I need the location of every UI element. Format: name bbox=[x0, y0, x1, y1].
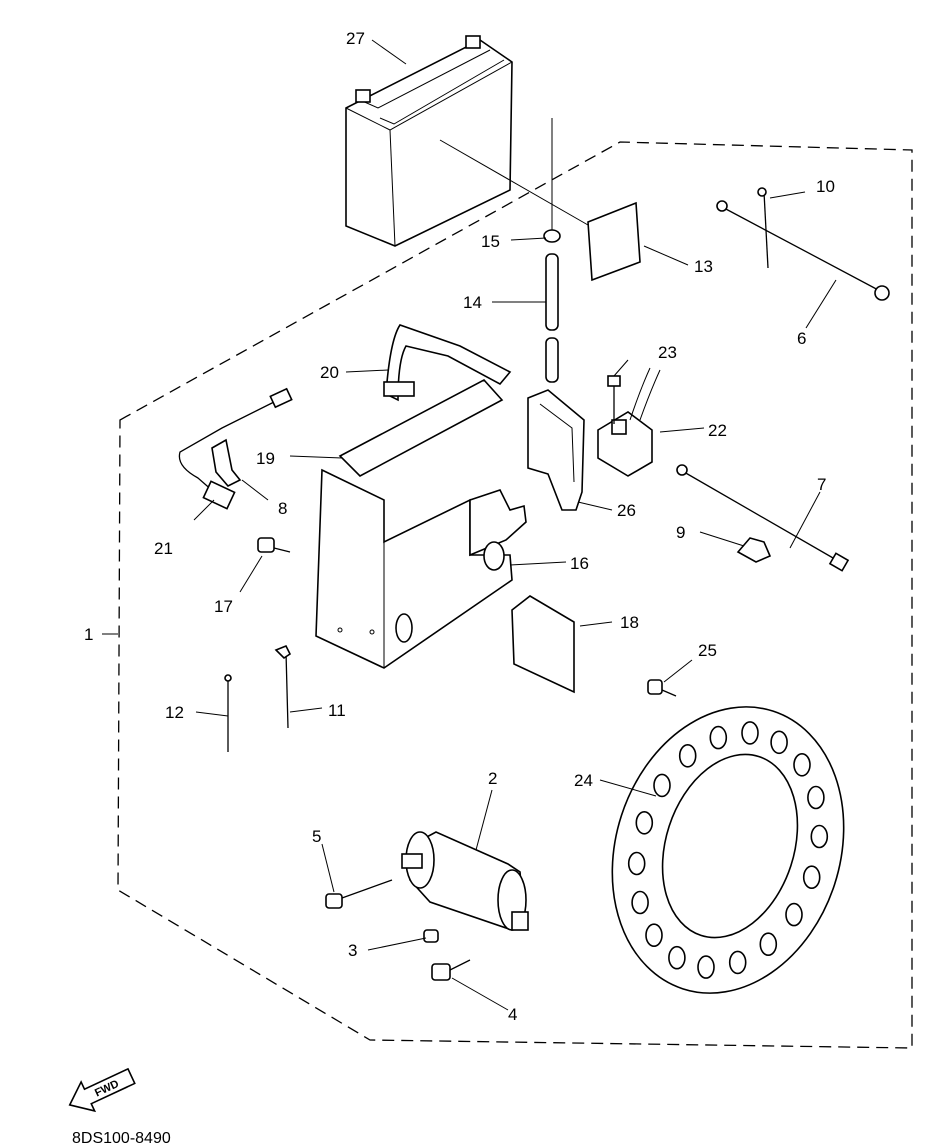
battery-band bbox=[383, 324, 512, 402]
callout-21: 21 bbox=[154, 539, 173, 558]
leader-lines bbox=[102, 39, 837, 1011]
wheel-hole bbox=[802, 865, 821, 890]
callout-26: 26 bbox=[617, 501, 636, 520]
lead-wire bbox=[178, 387, 293, 510]
wheel-hole bbox=[653, 773, 671, 798]
wheel-hole bbox=[635, 810, 654, 835]
breather-tube bbox=[543, 118, 561, 383]
callout-12: 12 bbox=[165, 703, 184, 722]
callout-9: 9 bbox=[676, 523, 685, 542]
callout-23: 23 bbox=[658, 343, 677, 362]
forward-arrow-icon: FWD bbox=[68, 1067, 136, 1113]
pins bbox=[224, 644, 292, 752]
wheel-hole bbox=[697, 955, 715, 979]
callout-10: 10 bbox=[816, 177, 835, 196]
callout-13: 13 bbox=[694, 257, 713, 276]
callout-2: 2 bbox=[488, 769, 497, 788]
box-pad bbox=[511, 595, 575, 694]
callout-7: 7 bbox=[817, 475, 826, 494]
callout-16: 16 bbox=[570, 554, 589, 573]
wheel-hole bbox=[645, 923, 663, 948]
callouts: 27 15 13 14 10 6 20 23 22 19 7 8 26 9 21… bbox=[84, 29, 835, 1024]
wheel-hole bbox=[631, 890, 649, 915]
wheel-hole bbox=[728, 950, 747, 975]
callout-14: 14 bbox=[463, 293, 482, 312]
wheel-hole bbox=[741, 721, 759, 745]
starter-wheel bbox=[611, 679, 845, 994]
wheel-hole bbox=[807, 785, 825, 810]
starter-motor bbox=[325, 831, 529, 981]
callout-25: 25 bbox=[698, 641, 717, 660]
callout-20: 20 bbox=[320, 363, 339, 382]
wheel-hole bbox=[785, 902, 803, 927]
wheel-hole bbox=[810, 824, 829, 849]
callout-11: 11 bbox=[328, 701, 346, 720]
assembly-outline bbox=[117, 141, 913, 1049]
cables bbox=[676, 187, 890, 572]
screw bbox=[257, 537, 291, 553]
wheel-hole bbox=[668, 945, 686, 970]
wheel-hole bbox=[678, 743, 697, 768]
wheel-hole bbox=[627, 851, 646, 876]
starter-relay bbox=[597, 367, 661, 477]
battery-box bbox=[315, 468, 527, 669]
callout-15: 15 bbox=[481, 232, 500, 251]
battery-pad bbox=[587, 201, 641, 282]
battery-sheet bbox=[338, 379, 504, 477]
holder-bracket bbox=[527, 389, 585, 511]
wheel-hole bbox=[709, 725, 728, 750]
callout-17: 17 bbox=[214, 597, 233, 616]
callout-8: 8 bbox=[278, 499, 287, 518]
battery bbox=[345, 35, 513, 247]
callout-19: 19 bbox=[256, 449, 275, 468]
callout-24: 24 bbox=[574, 771, 593, 790]
callout-27: 27 bbox=[346, 29, 365, 48]
callout-18: 18 bbox=[620, 613, 639, 632]
diagram-code: 8DS100-8490 bbox=[72, 1130, 171, 1147]
wheel-hole bbox=[759, 932, 778, 957]
callout-4: 4 bbox=[508, 1005, 517, 1024]
wheel-hole bbox=[770, 730, 788, 755]
callout-5: 5 bbox=[312, 827, 321, 846]
callout-6: 6 bbox=[797, 329, 806, 348]
callout-1: 1 bbox=[84, 625, 93, 644]
wheel-hole bbox=[793, 752, 811, 777]
callout-3: 3 bbox=[348, 941, 357, 960]
callout-22: 22 bbox=[708, 421, 727, 440]
